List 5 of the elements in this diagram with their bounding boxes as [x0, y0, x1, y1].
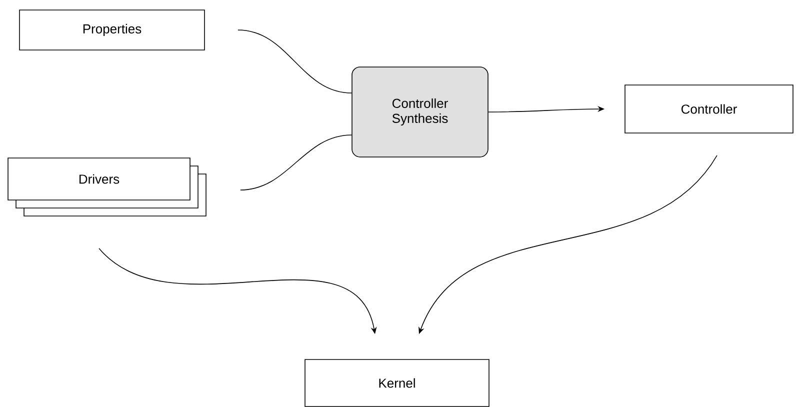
process-box: Controller Synthesis [352, 66, 488, 158]
process-box: Controller [624, 84, 794, 134]
process-box: Properties [19, 10, 205, 50]
stacked-boxes: Drivers [8, 158, 206, 216]
process-box: Kernel [304, 359, 490, 407]
